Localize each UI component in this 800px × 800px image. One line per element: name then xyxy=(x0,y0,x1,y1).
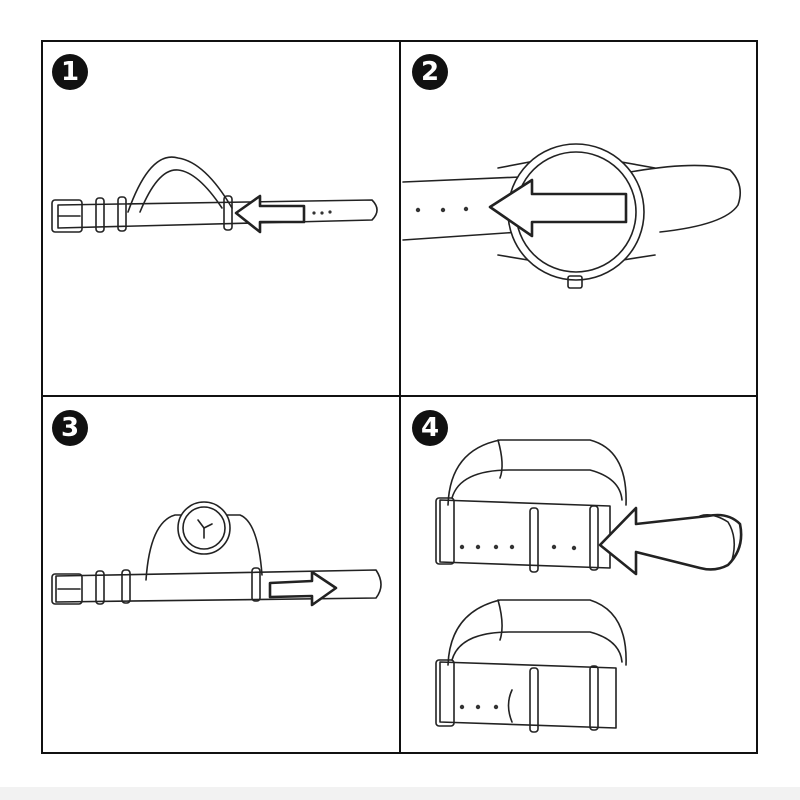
step-4a-keeper xyxy=(529,507,539,573)
step-4b-strap-hole xyxy=(493,704,499,710)
step-3-illustration xyxy=(51,501,382,607)
step-4b-strap-inner xyxy=(451,631,623,663)
step-1-strap-loop xyxy=(127,156,233,213)
step-4-illustration-bottom xyxy=(435,599,627,733)
step-4a-strap-hole xyxy=(475,544,481,550)
step-3-buckle-icon xyxy=(51,573,83,605)
step-2-strap-hole xyxy=(440,207,446,213)
step-3-badge: 3 xyxy=(52,410,88,446)
step-2-arrow-left-icon xyxy=(488,178,628,238)
step-4a-buckle-icon xyxy=(435,497,455,565)
step-4b-strap-front xyxy=(439,661,617,729)
step-4-badge: 4 xyxy=(412,410,448,446)
step-4a-strap-hole xyxy=(509,544,515,550)
step-1-strap-loop-inner xyxy=(139,169,223,213)
step-1-strap xyxy=(57,199,378,229)
step-1-strap-hole xyxy=(320,211,324,215)
step-3-keeper xyxy=(121,569,131,604)
step-4-illustration-top xyxy=(435,439,743,576)
step-4b-keeper xyxy=(589,665,599,731)
step-1-keeper xyxy=(95,197,105,233)
step-1-arrow-left-icon xyxy=(234,194,306,234)
step-4b-keeper xyxy=(529,667,539,733)
step-2-badge: 2 xyxy=(412,54,448,90)
step-4a-strap-hole xyxy=(459,544,465,550)
step-4b-strap-fold xyxy=(497,599,503,641)
step-4b-buckle-icon xyxy=(435,659,455,727)
step-4a-arrow-left-icon xyxy=(598,506,743,576)
step-4a-keeper xyxy=(589,505,599,571)
step-4a-strap-hole xyxy=(571,545,577,551)
step-3-arrow-right-icon xyxy=(268,570,338,607)
step-4a-strap-fold xyxy=(497,439,503,479)
step-4a-strap-back xyxy=(447,439,627,506)
step-2-strap-right xyxy=(629,164,741,233)
step-2-crown-icon xyxy=(567,275,583,289)
step-4a-strap-hole xyxy=(551,544,557,550)
step-4a-strap-inner xyxy=(451,469,623,501)
step-1-buckle-icon xyxy=(51,199,83,233)
step-2-strap-hole xyxy=(463,206,469,212)
step-1-badge: 1 xyxy=(52,54,88,90)
step-2-illustration xyxy=(402,143,741,289)
step-4a-strap-front xyxy=(439,499,611,569)
step-4b-strap-back xyxy=(447,599,627,666)
step-1-strap-hole xyxy=(312,211,316,215)
step-4a-strap-tip xyxy=(699,514,736,561)
step-1-keeper xyxy=(223,195,233,231)
step-3-keeper xyxy=(95,570,105,605)
step-4a-strap-hole xyxy=(493,544,499,550)
grid-divider-horizontal xyxy=(41,395,758,397)
step-2-strap-hole xyxy=(415,207,421,213)
step-3-watch-dial xyxy=(182,506,226,550)
step-4b-strap-hole xyxy=(475,704,481,710)
footer-band xyxy=(0,787,800,800)
step-4b-strap-hole xyxy=(459,704,465,710)
step-1-strap-hole xyxy=(328,210,332,214)
step-3-keeper xyxy=(251,567,261,602)
step-1-keeper xyxy=(117,196,127,232)
step-3-strap xyxy=(55,569,382,603)
step-1-illustration xyxy=(51,156,378,234)
step-3-watch-hand xyxy=(203,523,213,529)
step-4b-strap-tuck xyxy=(507,689,513,723)
step-3-watch-hand xyxy=(197,519,205,529)
grid-divider-vertical xyxy=(399,40,401,754)
